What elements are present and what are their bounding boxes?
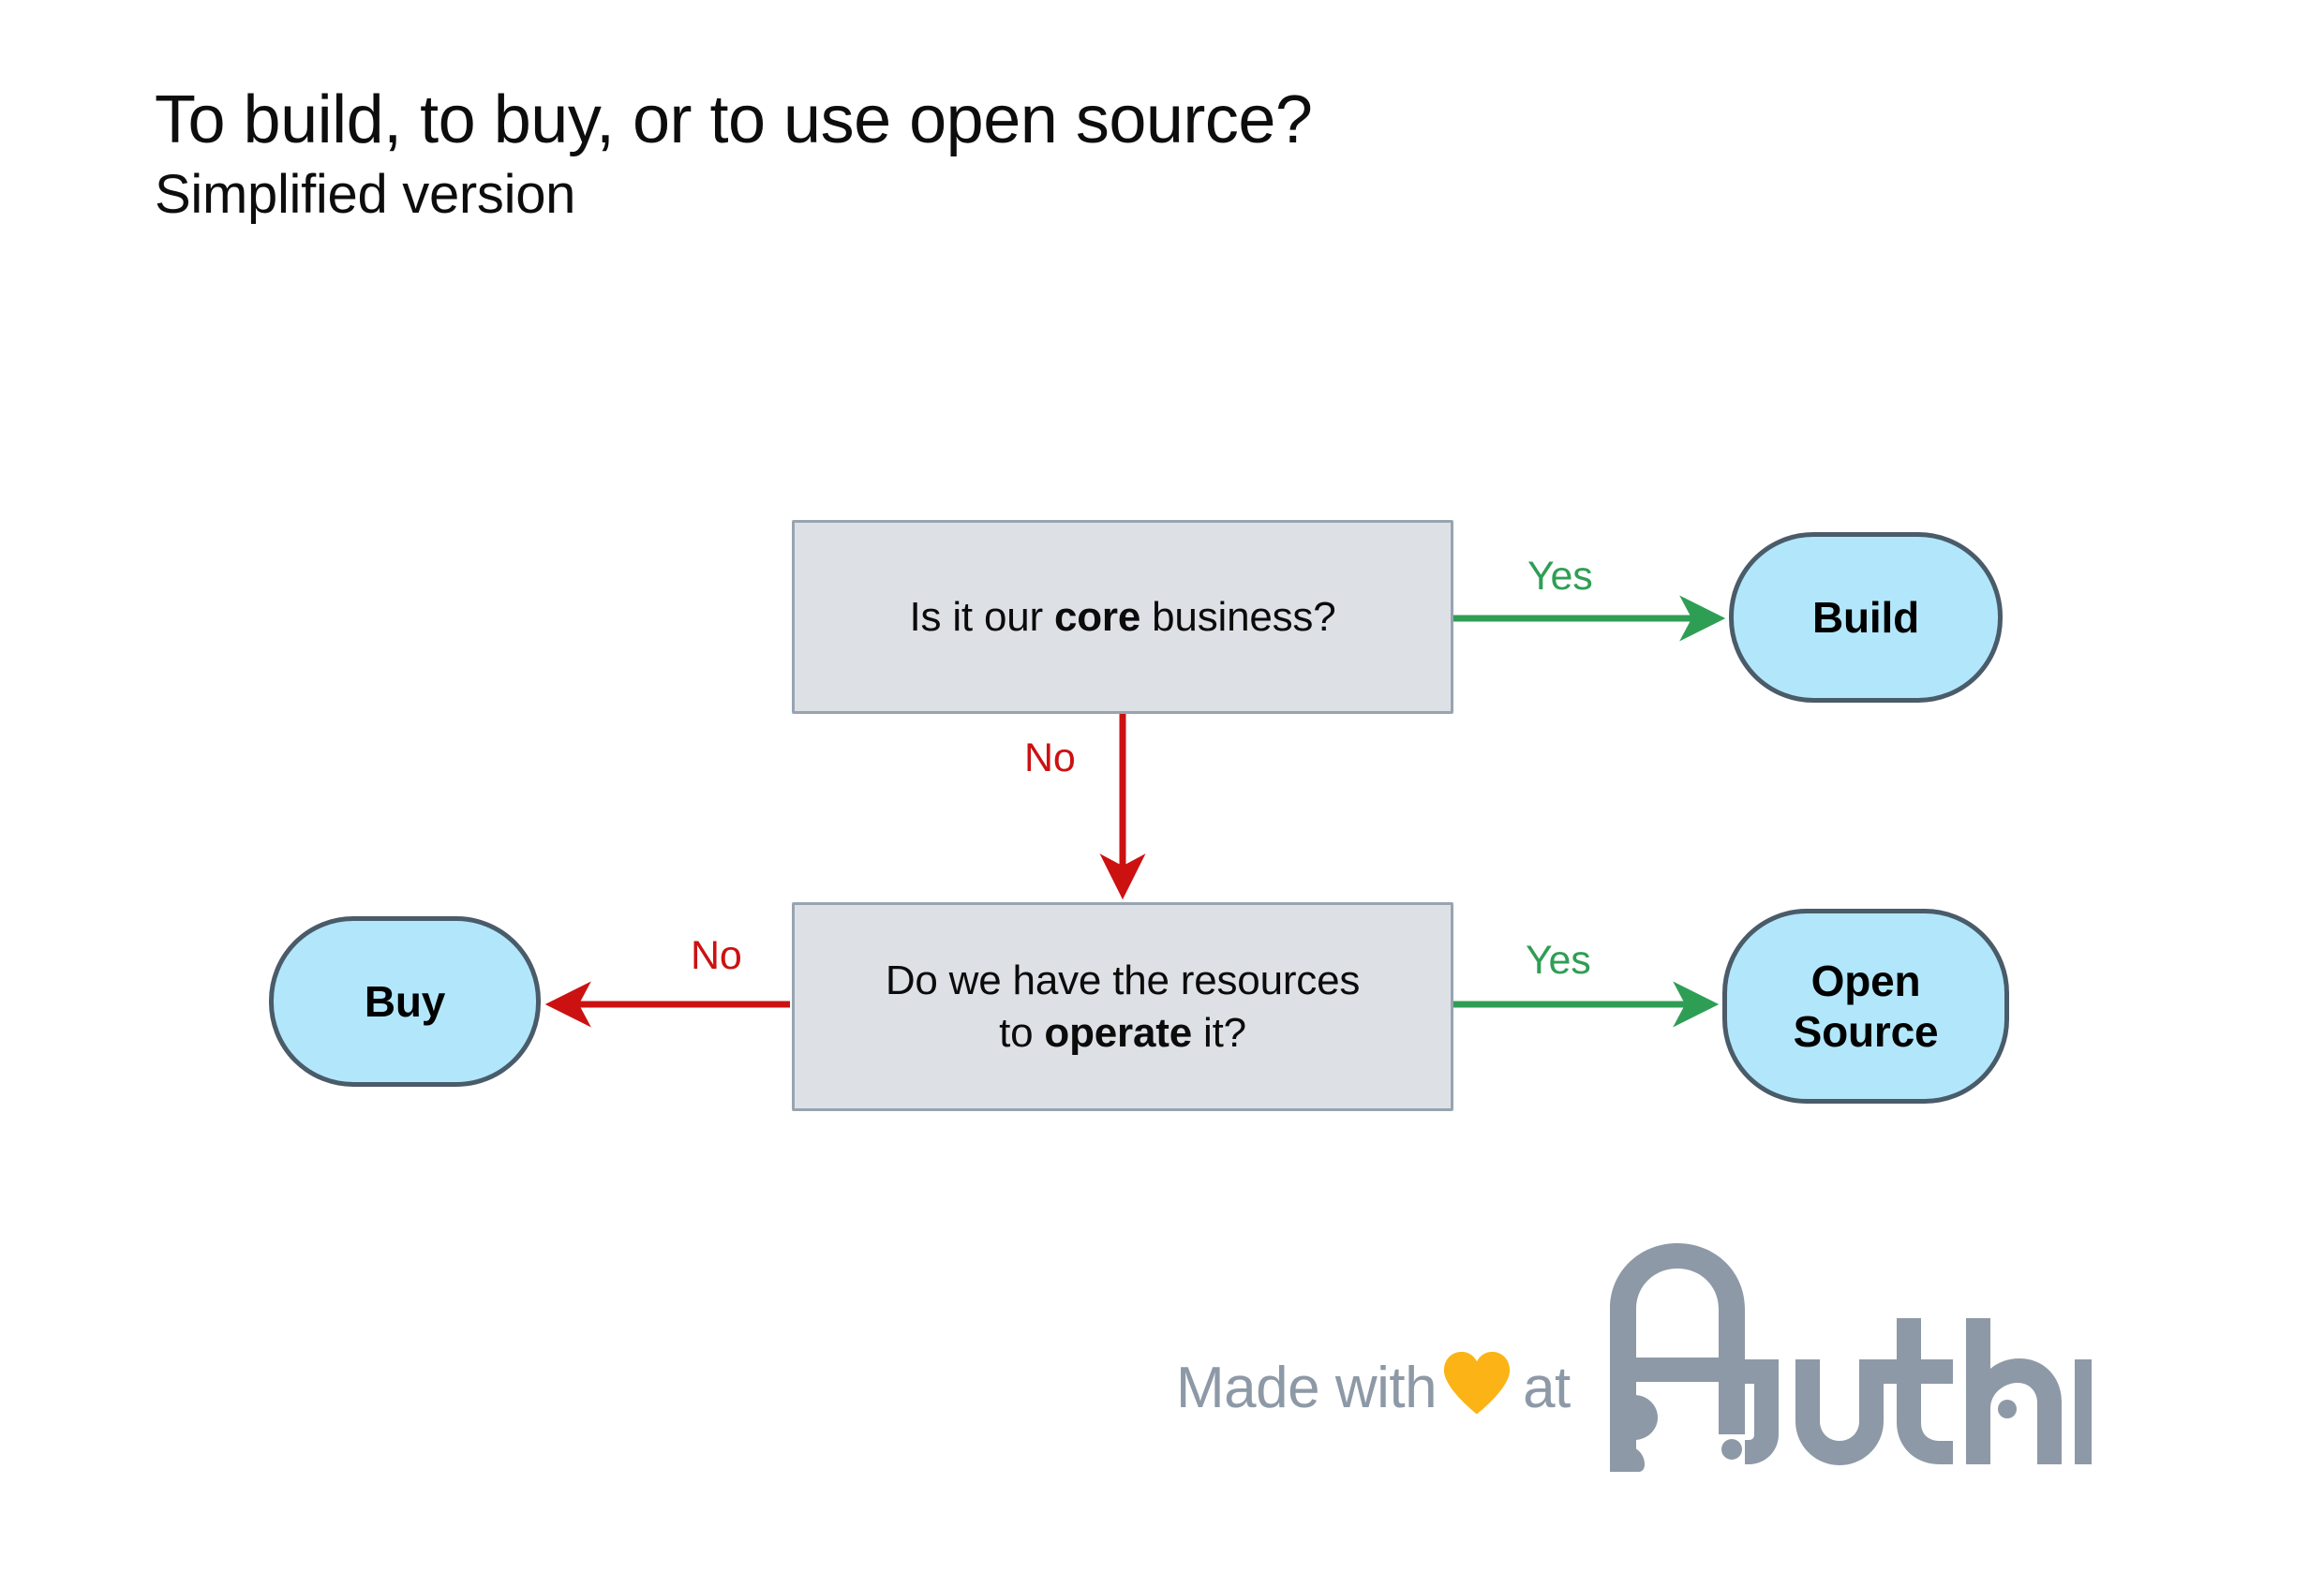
page-subtitle: Simplified version <box>155 163 576 225</box>
core-text-bold: core <box>1053 593 1141 640</box>
resources-text-before: to <box>999 1009 1045 1056</box>
open-source-line2: Source <box>1793 1007 1939 1056</box>
terminal-node-open-source-label: Open Source <box>1794 956 1939 1058</box>
heart-icon <box>1440 1348 1513 1421</box>
core-text-before: Is it our <box>909 593 1054 640</box>
at-label: at <box>1523 1356 1571 1420</box>
header: To build, to buy, or to use open source?… <box>155 82 1841 226</box>
decision-node-core-business-label: Is it our core business? <box>909 591 1335 643</box>
made-with-label: Made with <box>1176 1356 1438 1420</box>
terminal-node-build[interactable]: Build <box>1729 532 2003 703</box>
terminal-node-build-label: Build <box>1812 592 1919 642</box>
terminal-node-open-source[interactable]: Open Source <box>1722 909 2009 1104</box>
decision-node-core-business[interactable]: Is it our core business? <box>792 520 1453 714</box>
decision-node-operate-resources-label: Do we have the resources to operate it? <box>885 955 1361 1059</box>
edge-label-yes-open-source: Yes <box>1526 938 1591 983</box>
footer-branding: Made with at <box>1176 1235 2324 1478</box>
edge-label-yes-build: Yes <box>1527 554 1593 599</box>
terminal-node-buy[interactable]: Buy <box>269 916 541 1087</box>
resources-line1: Do we have the resources <box>885 957 1361 1004</box>
decision-node-operate-resources[interactable]: Do we have the resources to operate it? <box>792 902 1453 1111</box>
resources-text-bold: operate <box>1044 1009 1192 1056</box>
authress-logo <box>1595 1238 2324 1477</box>
terminal-node-buy-label: Buy <box>364 976 446 1026</box>
open-source-line1: Open <box>1810 956 1921 1005</box>
edge-label-no-resources: No <box>1024 735 1076 780</box>
page-title: To build, to buy, or to use open source? <box>155 82 1313 157</box>
resources-text-after: it? <box>1191 1009 1246 1056</box>
edge-label-no-buy: No <box>691 933 742 978</box>
core-text-after: business? <box>1140 593 1336 640</box>
